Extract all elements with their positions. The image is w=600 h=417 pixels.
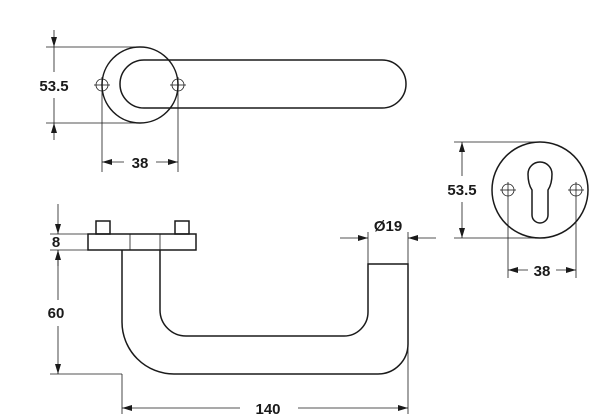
euro-profile-cutout	[527, 161, 553, 224]
screw-icon	[170, 77, 186, 93]
side-view: Ø19 8 60 140	[48, 204, 436, 417]
lever-side-outline	[121, 250, 409, 375]
screw-icon	[500, 182, 516, 198]
rose-diameter-label: 53.5	[39, 78, 68, 95]
plate-thickness-label: 8	[52, 234, 60, 251]
escutcheon-diameter-label: 53.5	[447, 182, 476, 199]
screw-icon	[94, 77, 110, 93]
screw-head	[95, 220, 111, 235]
escutcheon-view: 38 53.5	[447, 141, 589, 280]
projection-label: 60	[48, 305, 65, 322]
rose-fixing-centers-label: 38	[132, 155, 149, 172]
top-view: 38 53.5	[39, 30, 407, 172]
lever-diameter-label: Ø19	[374, 218, 402, 235]
lever-length-label: 140	[255, 401, 280, 417]
rose-outline	[101, 46, 179, 124]
rose-base-plate	[87, 233, 197, 251]
screw-head	[174, 220, 190, 235]
screw-icon	[568, 182, 584, 198]
escutcheon-fixing-centers-label: 38	[534, 263, 551, 280]
lever-top-outline	[119, 59, 407, 109]
